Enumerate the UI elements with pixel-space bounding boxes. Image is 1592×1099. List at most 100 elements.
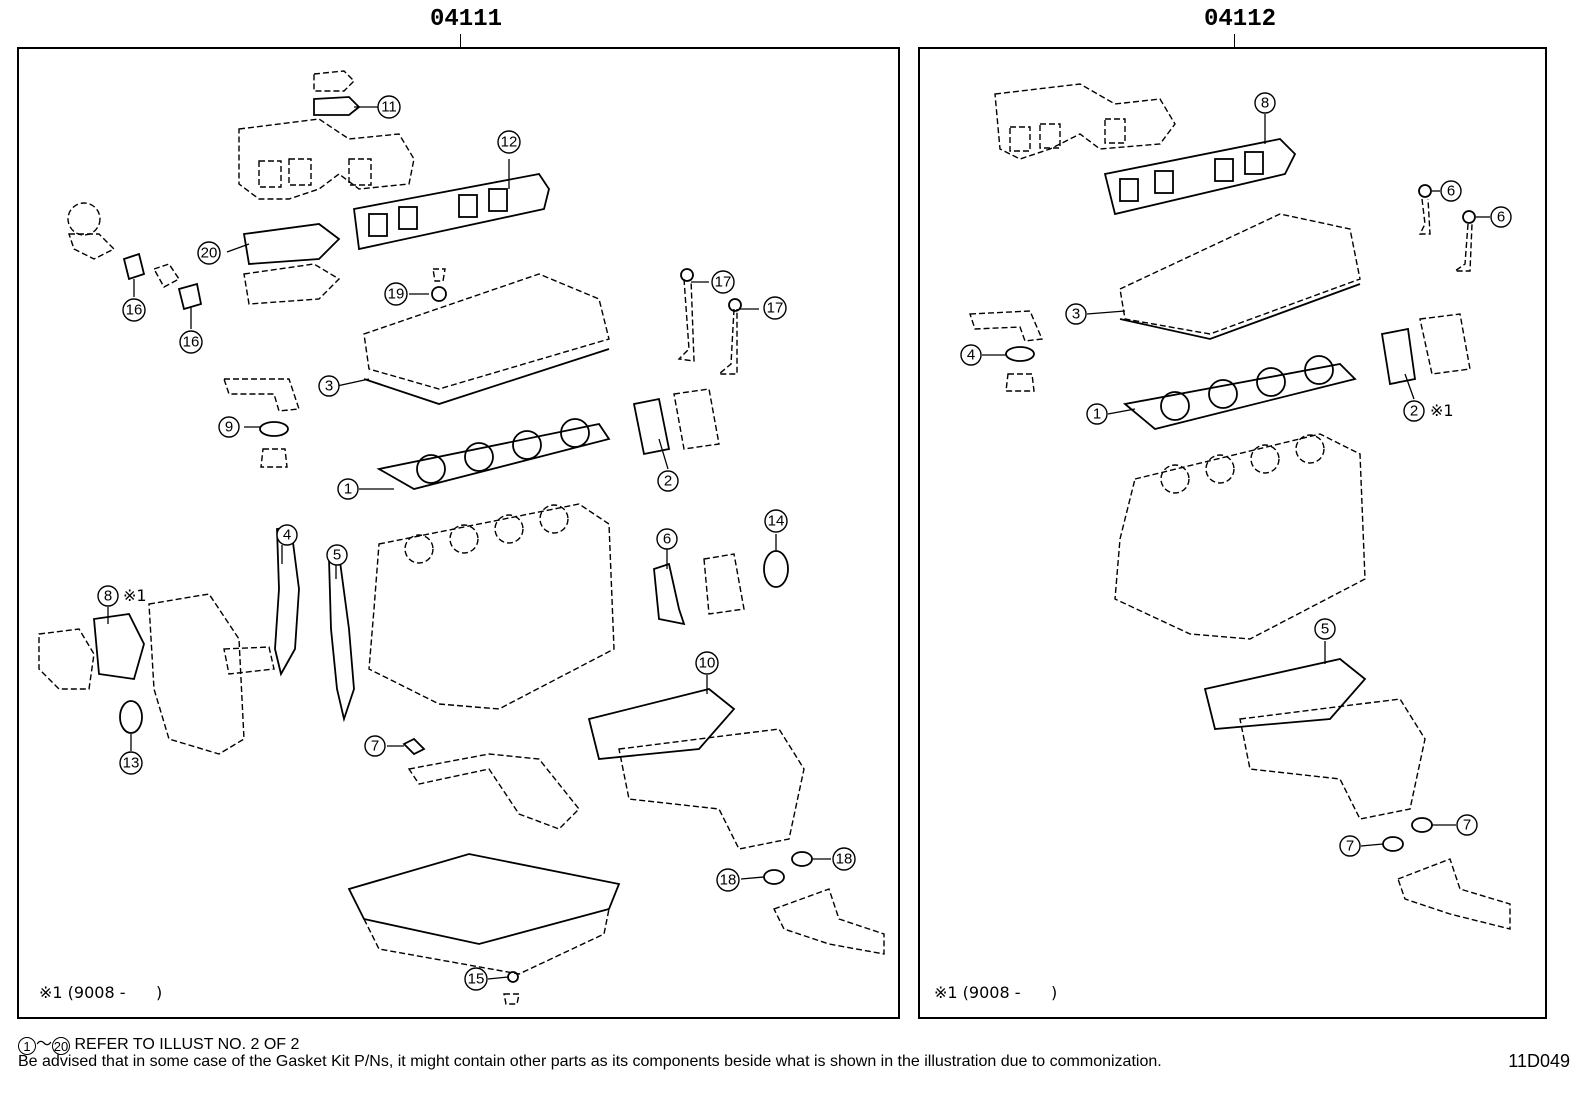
- svg-text:19: 19: [388, 286, 405, 303]
- cylinder-head-cover-part: [363, 273, 610, 405]
- range-tilde: ～: [36, 1036, 53, 1053]
- svg-text:8: 8: [1261, 95, 1269, 112]
- svg-text:10: 10: [699, 655, 716, 672]
- callout-2: 2 ※1: [1403, 400, 1454, 422]
- kit-leader-line: [1234, 34, 1235, 48]
- kit-04111-illustration: 1 2 3 4 5 6 7 8 ※1 9 10 11 12 13 14 15 1…: [38, 70, 885, 1005]
- thermostat-gasket: [1005, 346, 1035, 362]
- callout-12: 12: [497, 130, 521, 154]
- oil-pan-gasket-side: [328, 552, 355, 723]
- range-start-callout: 1: [18, 1037, 36, 1055]
- oil-strainer-part: [407, 753, 580, 830]
- svg-text:18: 18: [720, 872, 737, 889]
- rear-oil-seal-retainer-gasket: [653, 562, 686, 626]
- svg-text:13: 13: [123, 755, 140, 772]
- egr-gasket-left: [122, 252, 146, 281]
- water-pump-part: [38, 628, 95, 690]
- svg-text:18: 18: [836, 851, 853, 868]
- exhaust-manifold-part: [587, 688, 805, 850]
- callout-6b: 6: [1490, 206, 1512, 228]
- water-inlet-part: [223, 378, 300, 412]
- illustration-code: 11D049: [1508, 1051, 1570, 1071]
- thermostat-cover-part: [313, 70, 355, 92]
- svg-text:2: 2: [664, 473, 672, 490]
- egr-valve-part: [67, 202, 116, 260]
- exhaust-pipe-gaskets: [1382, 817, 1433, 852]
- water-pump-gasket: [93, 613, 145, 681]
- callout-20: 20: [197, 241, 221, 265]
- svg-text:11: 11: [381, 99, 397, 116]
- kit-04112-panel: 1 2 ※1 3 4 5 6 6 7 7 8 ※1 (9008 - ): [918, 47, 1547, 1019]
- callout-7: 7: [364, 735, 386, 757]
- callout-6: 6: [656, 528, 678, 550]
- callout-4: 4: [960, 344, 982, 366]
- callout-9: 9: [218, 416, 240, 438]
- water-inlet-part: [969, 310, 1044, 342]
- cylinder-block-part: [1114, 433, 1366, 640]
- callout-15: 15: [464, 967, 488, 991]
- spark-plug-tube-seal: [431, 268, 447, 302]
- thermostat-part: [1005, 373, 1035, 392]
- callout-17b: 17: [763, 296, 787, 320]
- egr-pipe-part: [152, 263, 181, 288]
- callout-leaders: [982, 114, 1490, 847]
- svg-text:17: 17: [767, 300, 784, 317]
- callout-7b: 7: [1456, 814, 1478, 836]
- kit-leader-line: [460, 34, 461, 48]
- exhaust-pipe-part: [1397, 858, 1511, 930]
- refer-note: 1～20 REFER TO ILLUST NO. 2 OF 2: [18, 1030, 299, 1055]
- exhaust-pipe-gasket: [1380, 313, 1471, 386]
- svg-text:2: 2: [1410, 403, 1418, 420]
- throttle-body-gasket: [242, 223, 341, 265]
- svg-text:※1: ※1: [123, 586, 147, 605]
- callout-8: 8 ※1: [97, 585, 147, 607]
- intake-manifold-gasket: [1103, 138, 1297, 216]
- exhaust-manifold-part: [1203, 658, 1426, 820]
- valve-stem-seals: [1418, 184, 1476, 272]
- oil-pan-part: [347, 853, 621, 975]
- svg-text:16: 16: [183, 334, 200, 351]
- intake-manifold-part: [994, 83, 1176, 160]
- svg-text:1: 1: [1093, 406, 1101, 423]
- svg-text:14: 14: [768, 513, 785, 530]
- callout-3: 3: [1065, 303, 1087, 325]
- callout-16b: 16: [179, 330, 203, 354]
- thermostat-gasket: [259, 421, 289, 437]
- kit-04112-illustration: 1 2 ※1 3 4 5 6 6 7 7 8: [960, 83, 1512, 930]
- callout-19: 19: [384, 282, 408, 306]
- kit-number-04111: 04111: [430, 6, 503, 33]
- advisory-text: Be advised that in some case of the Gask…: [18, 1053, 1162, 1070]
- svg-text:12: 12: [501, 134, 518, 151]
- rear-crankshaft-oil-seal: [763, 550, 789, 588]
- callout-18b: 18: [832, 847, 856, 871]
- callout-13: 13: [119, 751, 143, 775]
- intake-manifold-part: [238, 118, 415, 200]
- svg-text:※1: ※1: [1430, 401, 1454, 420]
- callout-4: 4: [276, 524, 298, 546]
- egr-gasket-right: [177, 282, 203, 311]
- exhaust-pipe-gaskets: [763, 851, 813, 885]
- callout-1: 1: [1086, 403, 1108, 425]
- svg-text:17: 17: [715, 274, 732, 291]
- callout-2: 2: [657, 470, 679, 492]
- rear-oil-seal-retainer-part: [703, 553, 745, 615]
- svg-text:5: 5: [1321, 621, 1329, 638]
- callout-5: 5: [326, 544, 348, 566]
- oil-strainer-gasket: [402, 737, 426, 756]
- cylinder-block-part: [368, 503, 615, 710]
- svg-text:3: 3: [1072, 306, 1080, 323]
- svg-text:4: 4: [967, 347, 975, 364]
- valve-stem-seals: [677, 268, 742, 375]
- callout-leaders: [107, 106, 831, 980]
- exhaust-pipe-part: [773, 888, 885, 955]
- exhaust-pipe-gasket: [632, 388, 720, 456]
- svg-text:6: 6: [663, 531, 671, 548]
- callout-3: 3: [318, 375, 340, 397]
- timing-cover-gasket: [274, 525, 300, 677]
- throttle-body-part: [243, 263, 341, 305]
- footnote-mark: ※1 (9008 - ): [934, 983, 1058, 1002]
- cylinder-head-gasket: [1122, 355, 1357, 430]
- svg-text:3: 3: [325, 378, 333, 395]
- timing-cover-part: [148, 593, 275, 755]
- svg-text:8: 8: [104, 588, 112, 605]
